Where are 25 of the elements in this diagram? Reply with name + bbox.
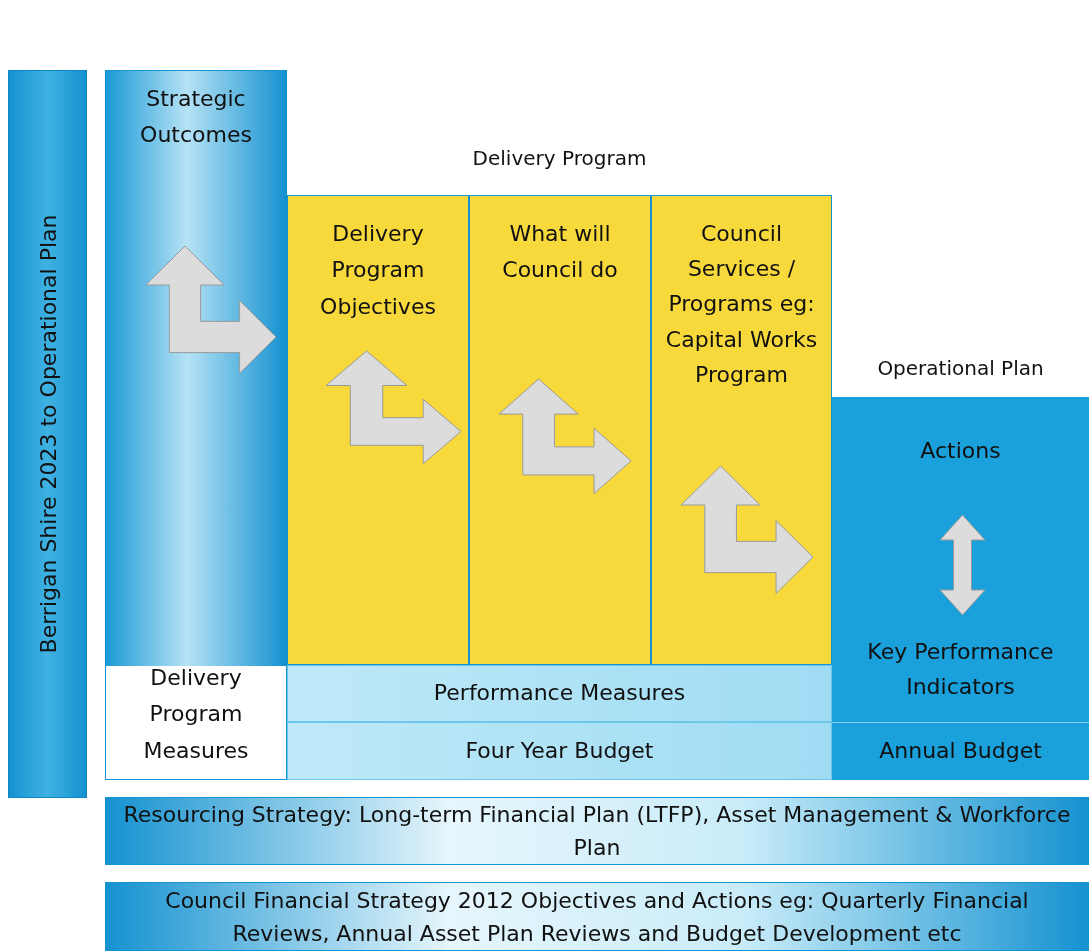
- column-box: [469, 195, 651, 665]
- side-bar: [8, 70, 87, 798]
- column-box: [287, 195, 469, 665]
- vertical-label: Berrigan Shire 2023 to Operational Plan: [35, 214, 60, 654]
- box-label: What will Council do: [501, 220, 619, 285]
- box-label: Four Year Budget: [465, 736, 654, 765]
- box-label: Actions: [920, 437, 1001, 465]
- section-heading: Operational Plan: [877, 355, 1044, 381]
- box-label: Council Services / Programs eg: Capital Works Program: [664, 220, 819, 389]
- box-label: Delivery Program Objectives: [319, 220, 437, 321]
- band: [105, 882, 1089, 951]
- column-box: [832, 397, 1089, 722]
- band: [287, 722, 832, 780]
- column-box: [651, 195, 832, 665]
- band: [287, 665, 832, 722]
- box-label: Key Performance Indicators: [866, 637, 1055, 701]
- box-label: Council Financial Strategy 2012 Objectives and Actions eg: Quarterly Financial Reviews, Annual Asset Plan Reviews and Budget Development etc: [164, 886, 1030, 948]
- band: [832, 722, 1089, 780]
- section-heading: Delivery Program: [472, 145, 647, 171]
- column-box: [105, 70, 287, 780]
- box-label: Annual Budget: [879, 737, 1042, 766]
- box-label: Performance Measures: [433, 679, 686, 708]
- box-label: Strategic Outcomes: [139, 85, 253, 150]
- box-label: Resourcing Strategy: Long-term Financial Plan (LTFP), Asset Management & Workforce Plan: [122, 801, 1072, 862]
- box-label: Delivery Program Measures: [142, 664, 250, 765]
